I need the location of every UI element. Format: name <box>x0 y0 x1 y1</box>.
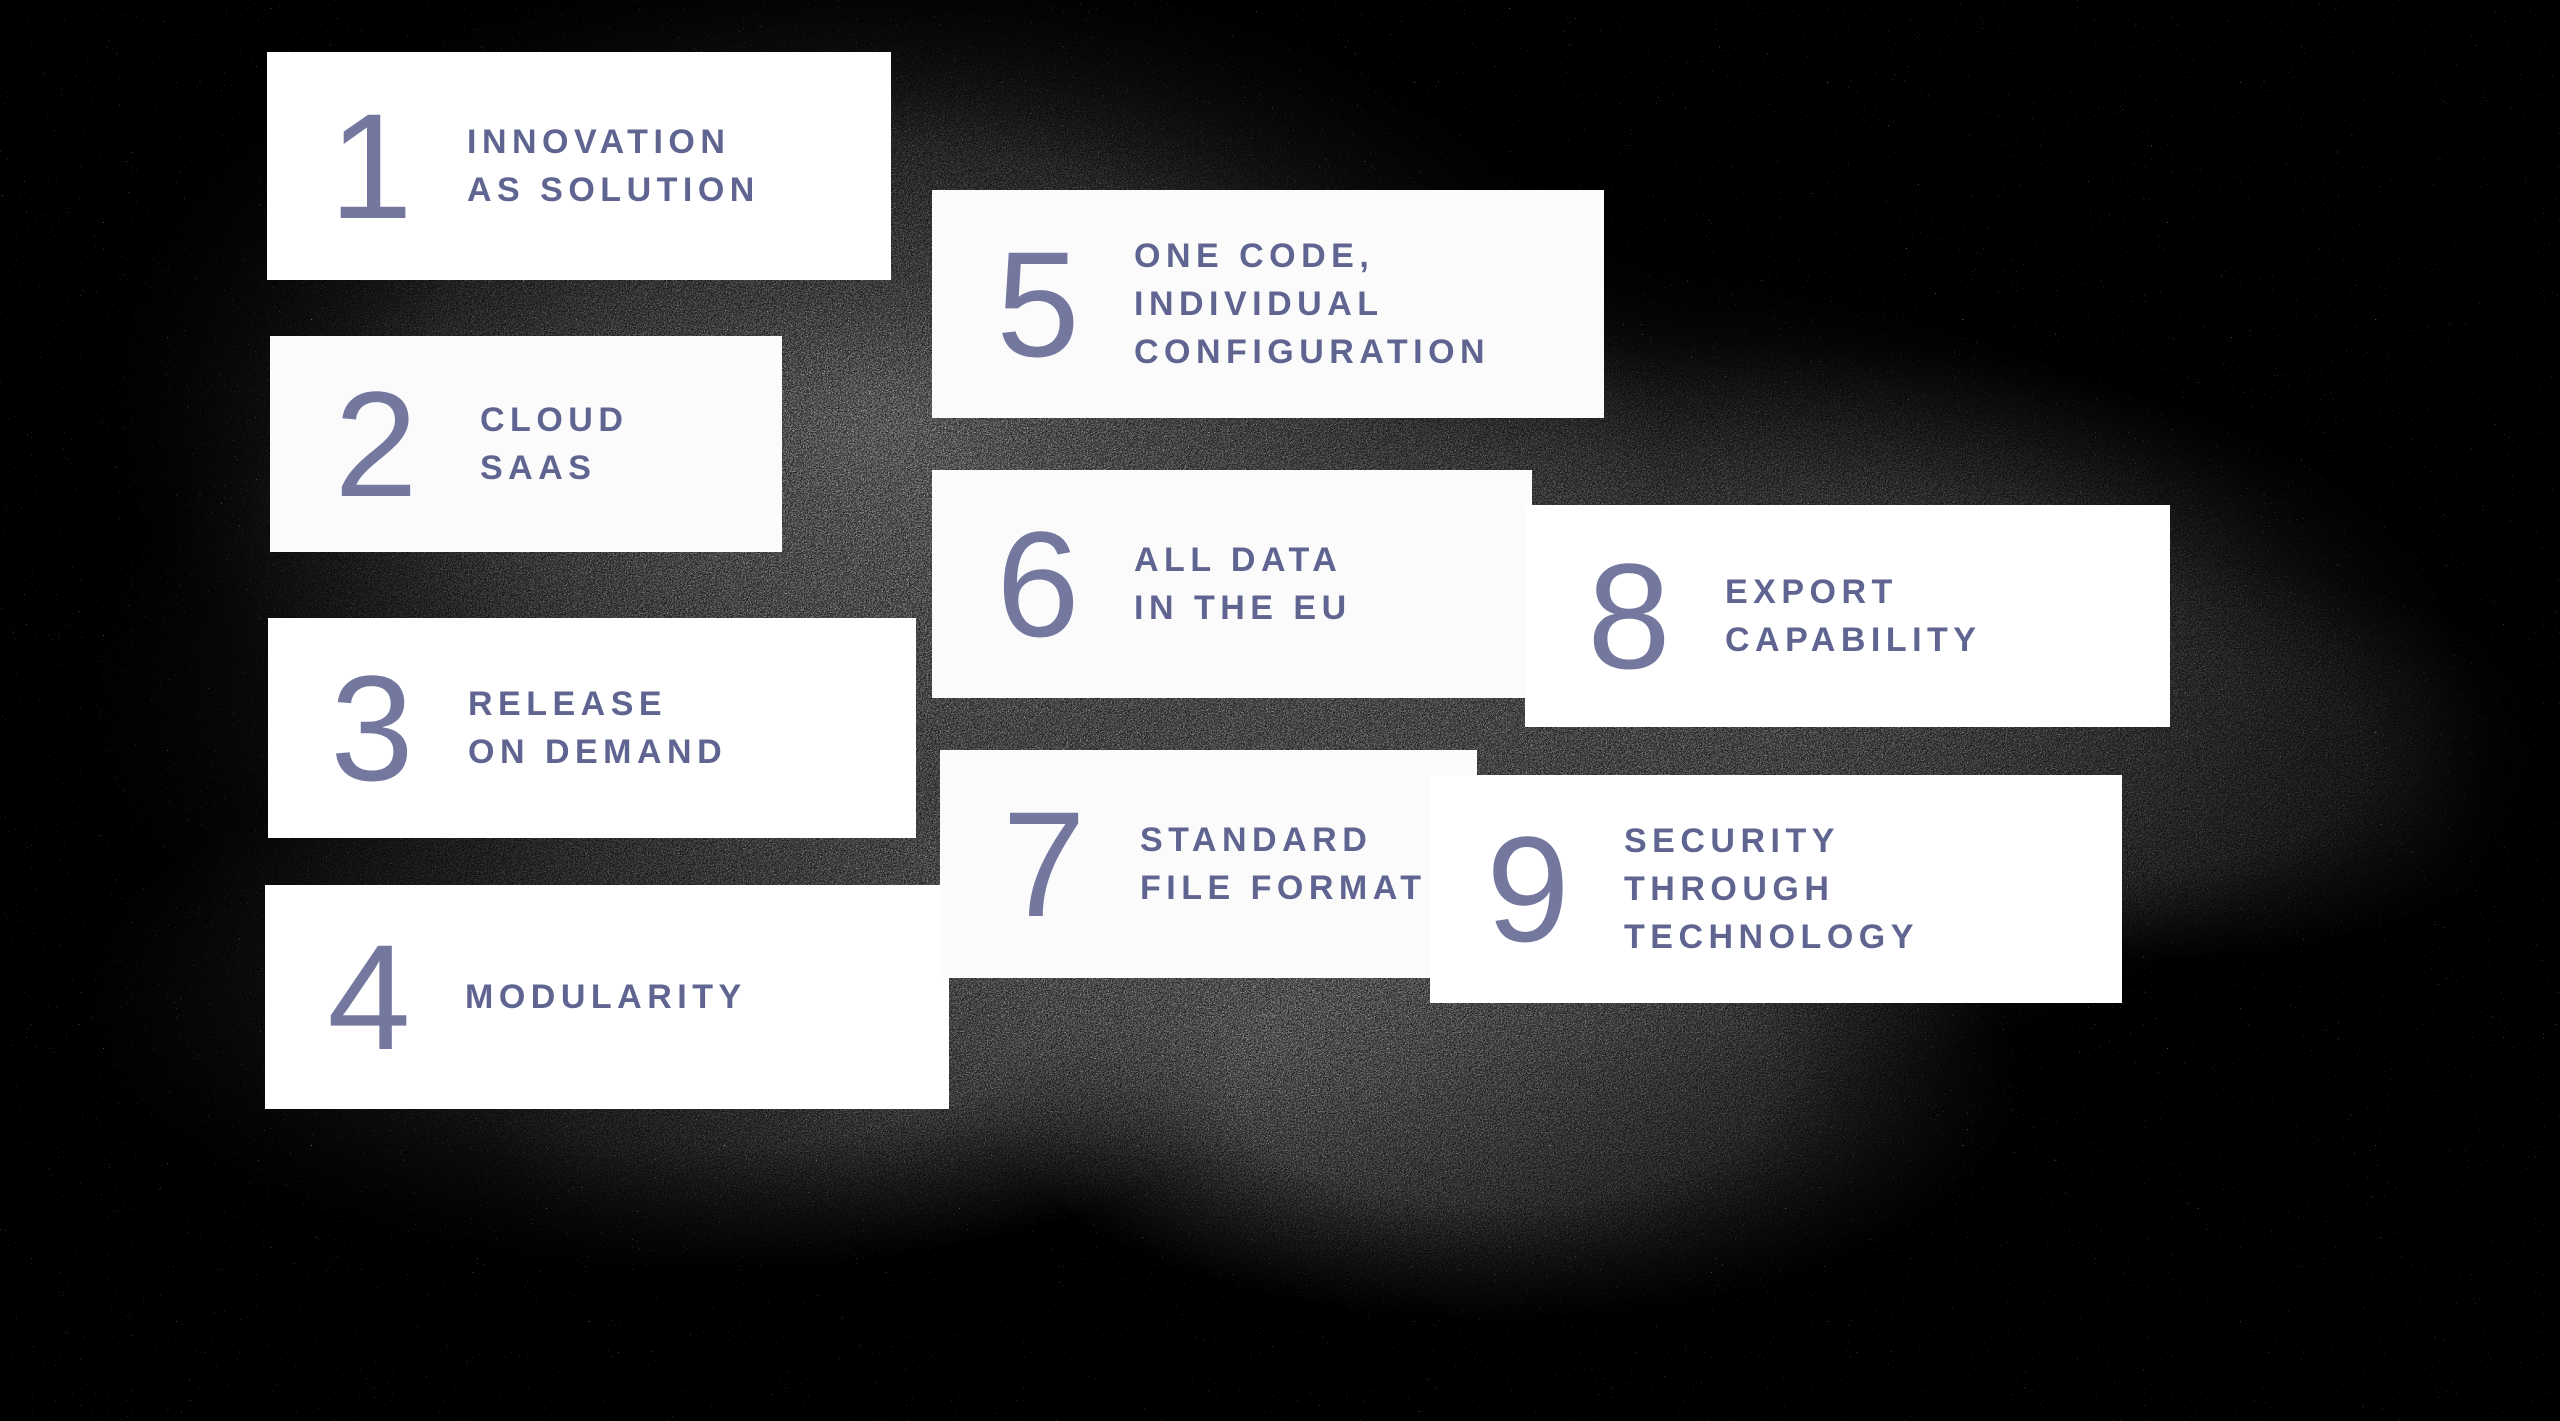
feature-card-1[interactable]: 1 INNOVATION AS SOLUTION <box>267 52 891 280</box>
feature-card-7[interactable]: 7 STANDARD FILE FORMAT <box>940 750 1477 978</box>
feature-card-7-number: 7 <box>1002 780 1085 948</box>
feature-card-8-number: 8 <box>1587 532 1670 700</box>
feature-card-9[interactable]: 9 SECURITY THROUGH TECHNOLOGY <box>1430 775 2122 1003</box>
feature-card-2[interactable]: 2 CLOUD SAAS <box>270 336 782 552</box>
feature-card-7-label: STANDARD FILE FORMAT <box>1140 820 1427 907</box>
feature-card-4-label: MODULARITY <box>465 977 747 1016</box>
feature-card-6-number: 6 <box>996 500 1079 668</box>
feature-card-2-label: CLOUD SAAS <box>480 400 629 487</box>
feature-card-3-number: 3 <box>330 644 413 812</box>
feature-card-2-number: 2 <box>334 360 417 528</box>
feature-card-4[interactable]: 4 MODULARITY <box>265 885 949 1109</box>
feature-card-5-number: 5 <box>996 220 1079 388</box>
feature-card-3[interactable]: 3 RELEASE ON DEMAND <box>268 618 916 838</box>
feature-card-9-number: 9 <box>1486 805 1569 973</box>
feature-card-4-number: 4 <box>327 913 410 1081</box>
feature-card-8[interactable]: 8 EXPORT CAPABILITY <box>1525 505 2170 727</box>
feature-card-3-label: RELEASE ON DEMAND <box>468 684 728 771</box>
feature-card-6-label: ALL DATA IN THE EU <box>1134 540 1352 627</box>
feature-card-1-label: INNOVATION AS SOLUTION <box>467 122 760 209</box>
feature-card-1-number: 1 <box>329 82 412 250</box>
feature-card-9-label: SECURITY THROUGH TECHNOLOGY <box>1624 821 1919 957</box>
feature-card-8-label: EXPORT CAPABILITY <box>1725 572 1982 659</box>
feature-card-5[interactable]: 5 ONE CODE, INDIVIDUAL CONFIGURATION <box>932 190 1604 418</box>
feature-card-6[interactable]: 6 ALL DATA IN THE EU <box>932 470 1532 698</box>
feature-card-5-label: ONE CODE, INDIVIDUAL CONFIGURATION <box>1134 236 1491 372</box>
